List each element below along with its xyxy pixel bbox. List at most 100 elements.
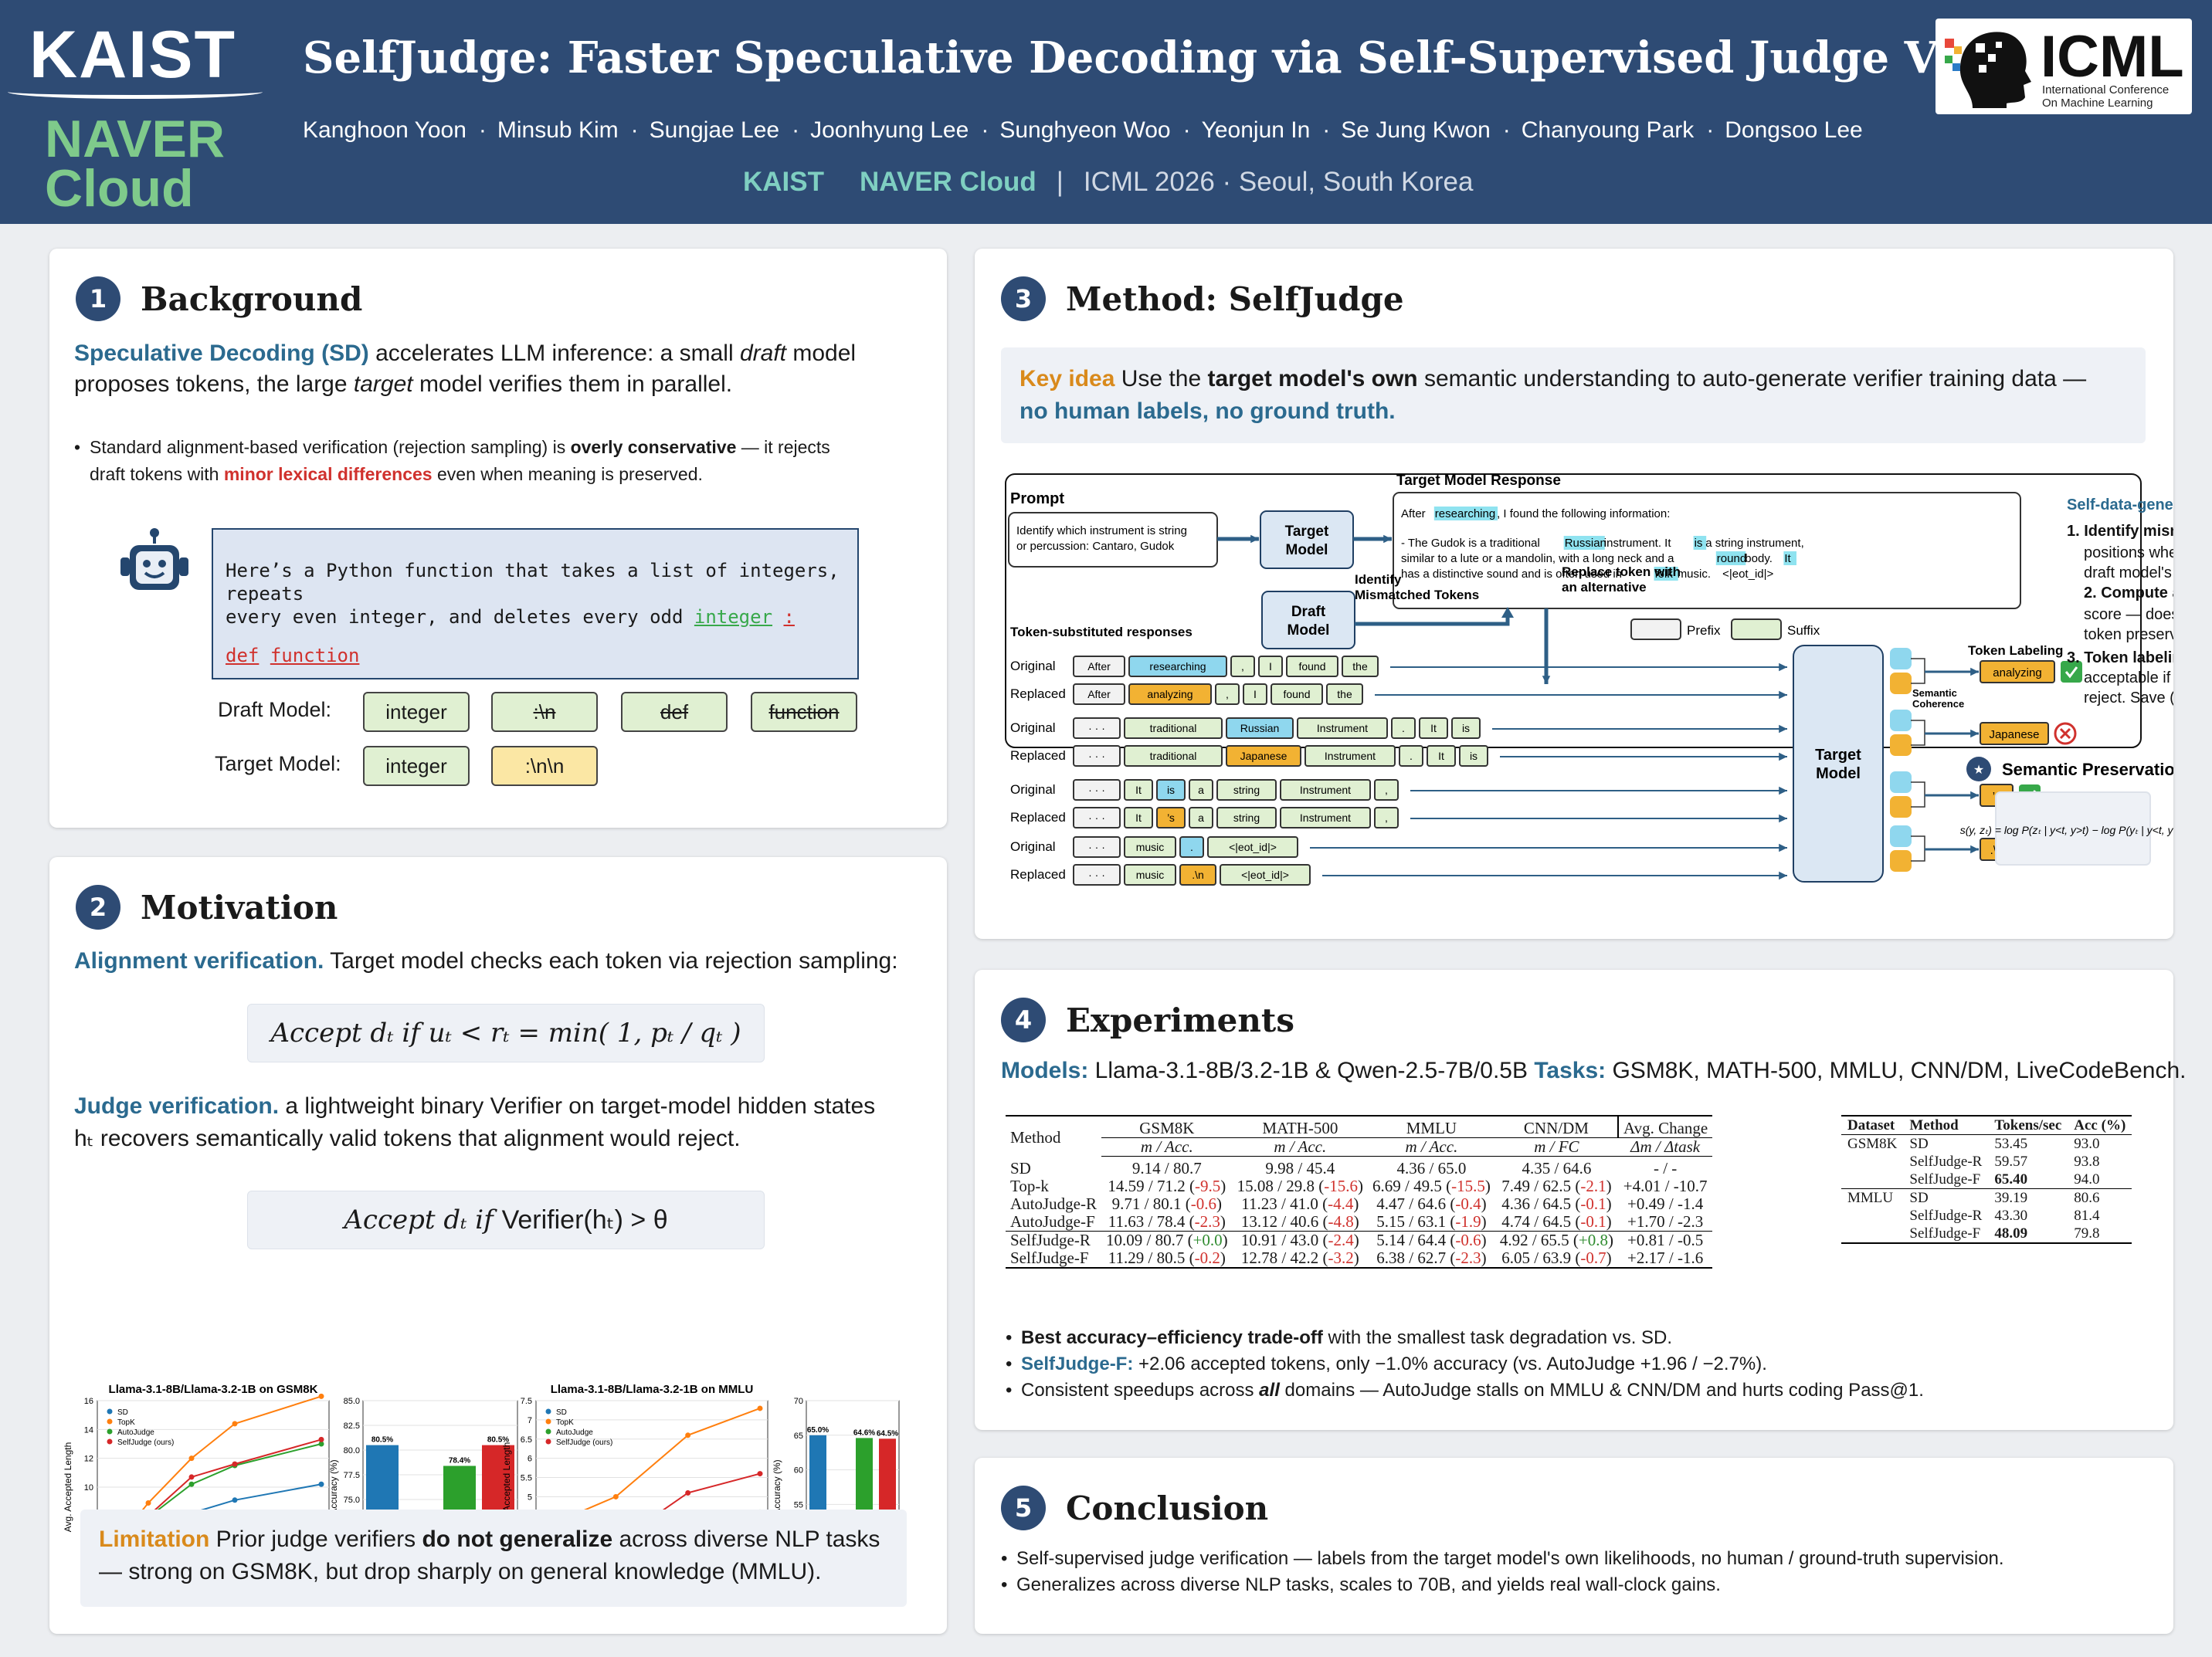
data-point xyxy=(232,1421,238,1427)
hidden-state-block xyxy=(1890,771,1912,793)
token-highlight xyxy=(1654,567,1678,581)
pipeline-text: acceptable if s(y, zₜ) > τ ; otherwise xyxy=(2084,669,2173,686)
diagram-text: ’s xyxy=(1167,812,1175,824)
table-header: Acc (%) xyxy=(2068,1116,2132,1135)
data-point xyxy=(188,1474,195,1480)
y-tick-label: 70 xyxy=(794,1397,803,1406)
legend-label: TopK xyxy=(117,1418,135,1427)
diagram-text: Replace token with xyxy=(1562,564,1681,579)
diagram-text: Target xyxy=(1815,747,1861,764)
target-model-box xyxy=(1260,510,1354,569)
arrow-head xyxy=(1779,871,1787,880)
y-tick-label: 80.0 xyxy=(344,1446,360,1455)
bar-value-label: 65.0% xyxy=(807,1426,829,1435)
token-chip xyxy=(1459,745,1488,767)
author-name: Sunghyeon Woo xyxy=(999,117,1171,143)
arrow-head xyxy=(1970,729,1979,738)
diagram-text: Model xyxy=(1816,765,1861,782)
arrow-head xyxy=(1501,607,1514,618)
token-chip xyxy=(1207,836,1298,858)
author-separator: · xyxy=(792,117,800,143)
author-separator: · xyxy=(1182,117,1191,143)
diagram-text: · · · xyxy=(1088,750,1105,762)
prefix-legend xyxy=(1630,618,1681,640)
alignment-verification-text: Alignment verification. Target model che… xyxy=(74,948,898,974)
token-chip: function xyxy=(751,692,857,732)
token-chip xyxy=(1215,683,1240,705)
star-icon xyxy=(1966,757,1991,781)
hidden-state-block xyxy=(1890,673,1912,694)
pipeline-text: 1. Identify mismatched tokens — xyxy=(2067,523,2173,540)
icml-head-icon xyxy=(1945,32,2031,108)
background-bullets: Standard alignment-based verification (r… xyxy=(74,434,830,488)
legend-marker xyxy=(545,1438,551,1445)
y-tick-label: 85.0 xyxy=(344,1397,360,1406)
diagram-text: · · · xyxy=(1088,812,1105,824)
y-tick-label: 82.5 xyxy=(344,1421,360,1431)
token-chip xyxy=(1451,717,1481,739)
token-highlight xyxy=(1563,536,1605,550)
pipeline-text: token preserve the target's meaning? xyxy=(2084,626,2173,643)
token-chip xyxy=(1124,807,1153,828)
arrow-head xyxy=(1779,662,1787,672)
token-chip xyxy=(1326,683,1363,705)
token-chip xyxy=(1374,807,1399,828)
table-header: MMLU xyxy=(1406,1119,1457,1137)
data-point xyxy=(318,1436,324,1442)
diagram-text: is xyxy=(1167,784,1175,796)
diagram-text: is xyxy=(1462,722,1470,734)
section-number: 5 xyxy=(1001,1486,1046,1530)
sps-formula: s(y, zₜ) = log P(zₜ | y<t, y>t) − log P(… xyxy=(1960,824,2173,836)
experiment-bullets: Best accuracy–efficiency trade-off with … xyxy=(1006,1325,1924,1404)
token-chip: integer xyxy=(363,746,470,786)
y-tick-label: 60 xyxy=(794,1466,803,1476)
author-name: Dongsoo Lee xyxy=(1725,117,1863,143)
section-number: 2 xyxy=(76,885,120,930)
diagram-text: , xyxy=(1385,784,1388,796)
arrow-head xyxy=(1779,843,1787,852)
diagram-text: Identify xyxy=(1355,572,1402,587)
kaist-swoosh xyxy=(8,85,263,99)
legend-marker xyxy=(545,1428,551,1435)
bar-value-label: 80.5% xyxy=(371,1436,393,1445)
author-separator: · xyxy=(630,117,639,143)
diagram-text: round xyxy=(1717,552,1746,565)
diagram-text: Instrument xyxy=(1317,722,1368,734)
diagram-text: After xyxy=(1087,688,1111,700)
diagram-text: Instrument xyxy=(1325,750,1376,762)
diagram-text: the xyxy=(1352,660,1368,673)
diagram-text: , xyxy=(1241,660,1244,673)
diagram-text: After xyxy=(1087,660,1111,673)
diagram-text: the xyxy=(1337,688,1352,700)
arrow-head xyxy=(1970,667,1979,676)
data-point xyxy=(188,1481,195,1487)
table-header: CNN/DM xyxy=(1523,1119,1589,1137)
hidden-state-block xyxy=(1890,734,1912,756)
diagram-text: string xyxy=(1233,784,1260,796)
token-chip xyxy=(1124,717,1223,739)
diagram-text: traditional xyxy=(1150,722,1197,734)
chart-title: Llama-3.1-8B/Llama-3.2-1B on GSM8K xyxy=(109,1383,318,1396)
token-highlight xyxy=(1715,551,1746,565)
data-point xyxy=(145,1500,151,1506)
token-chip xyxy=(1286,656,1338,677)
author-name: Se Jung Kwon xyxy=(1341,117,1491,143)
section-title: Experiments xyxy=(1066,1001,1294,1039)
arrow-head xyxy=(1779,786,1787,795)
y-tick-label: 16 xyxy=(84,1397,93,1406)
bracket xyxy=(1911,781,1925,808)
legend-marker xyxy=(107,1408,113,1415)
diagram-text: has a distinctive sound and is often use… xyxy=(1401,568,1622,581)
arrow-head xyxy=(1970,845,1979,854)
hidden-state-block xyxy=(1890,850,1912,872)
token-chip xyxy=(1280,779,1371,801)
y-tick-label: 75.0 xyxy=(344,1496,360,1505)
token-chip xyxy=(1189,807,1213,828)
token-chip xyxy=(1073,864,1121,886)
